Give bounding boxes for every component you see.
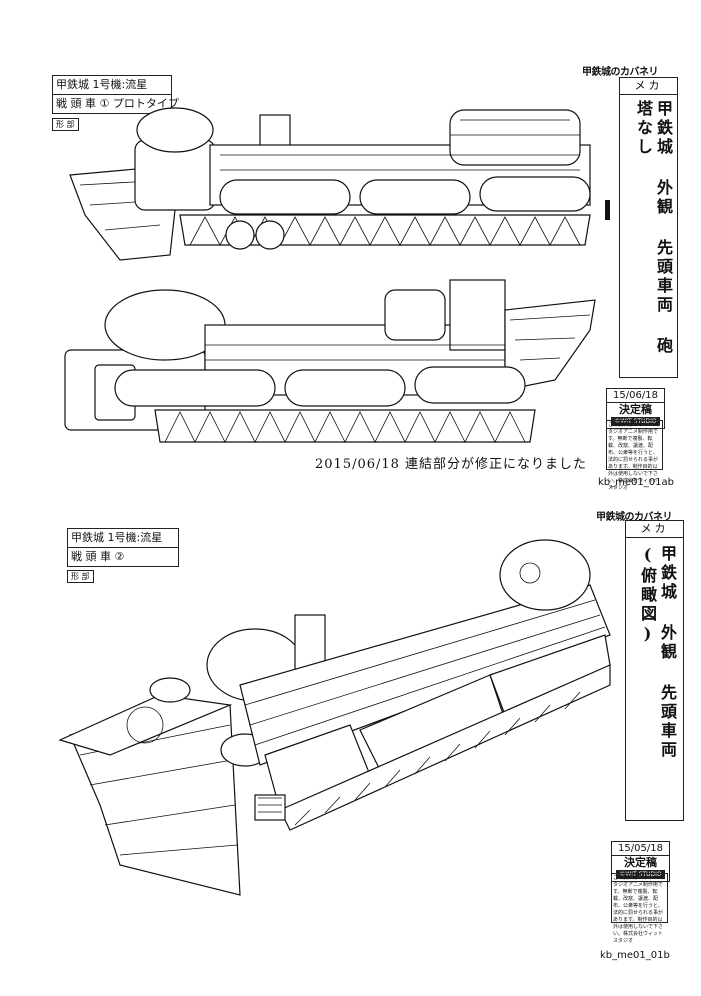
sheet2-title-box: 甲鉄城 1号機:流星 戦 頭 車 ② (67, 528, 179, 567)
sheet2-approval-stamp: 15/05/18 決定稿 ©WIT STUDIO (611, 841, 670, 882)
sheet2-title-line1: 甲鉄城 1号機:流星 (71, 531, 163, 544)
sheet1-title-line2: 戦 頭 車 ① プロトタイプ (53, 94, 179, 113)
sheet1-code: kb_me01_01ab (598, 477, 674, 488)
sheet2-title-line2: 戦 頭 車 ② (68, 547, 178, 566)
sheet1-approval-label: 決定稿 (619, 403, 652, 416)
sheet2-notice: この資料はウィットスタジオアニメ制作用です。無断で複製、転載、改竄、譲渡、配布、… (611, 873, 668, 944)
sheet1-approval-stamp: 15/06/18 決定稿 ©WIT STUDIO (606, 388, 665, 429)
sheet2-code: kb_me01_01b (600, 950, 670, 961)
sheet2-title-tag: 形 部 (67, 570, 94, 583)
sheet1-revision-note: 2015/06/18 連結部分が修正になりました (315, 457, 588, 472)
sheet1-skirt-bottom (154, 409, 536, 443)
sheet2-right-column: メカ (625, 520, 684, 821)
sheet1-studio: ©WIT STUDIO (611, 417, 660, 426)
sheet2-approval-date: 15/05/18 (612, 842, 669, 856)
sheet2-brand-logo: 甲鉄城のカバネリ (596, 512, 673, 523)
sheet1-train-side-view-bottom (64, 279, 596, 443)
sheet1-vertical-title: 甲鉄城 外観 先頭車両 砲塔なし (634, 100, 673, 356)
sheet1-notice: この資料はウィットスタジオアニメ制作用です。無断で複製、転載、改竄、譲渡、配布、… (606, 420, 663, 491)
sheet2-train-perspective-view (58, 539, 611, 896)
sheet1-title-line1: 甲鉄城 1号機:流星 (56, 78, 148, 91)
sheet1-category: メカ (620, 77, 677, 95)
sheet2-skirt (279, 664, 611, 831)
sheet1-title-tag: 形 部 (52, 118, 79, 131)
sheet1-title-box: 甲鉄城 1号機:流星 戦 頭 車 ① プロトタイプ (52, 75, 179, 114)
sheet2-category: メカ (626, 520, 683, 538)
sheet1-brand-logo: 甲鉄城のカバネリ (582, 67, 659, 78)
sheet1-right-column: メカ (619, 77, 678, 378)
sheet2-approval-label: 決定稿 (624, 856, 657, 869)
sheet2-studio: ©WIT STUDIO (616, 870, 665, 879)
sheet1-approval-date: 15/06/18 (607, 389, 664, 403)
sheet1-train-side-view-top (69, 107, 610, 261)
sheet2-vertical-title: 甲鉄城 外観 先頭車両 (俯瞰図) (638, 545, 677, 760)
